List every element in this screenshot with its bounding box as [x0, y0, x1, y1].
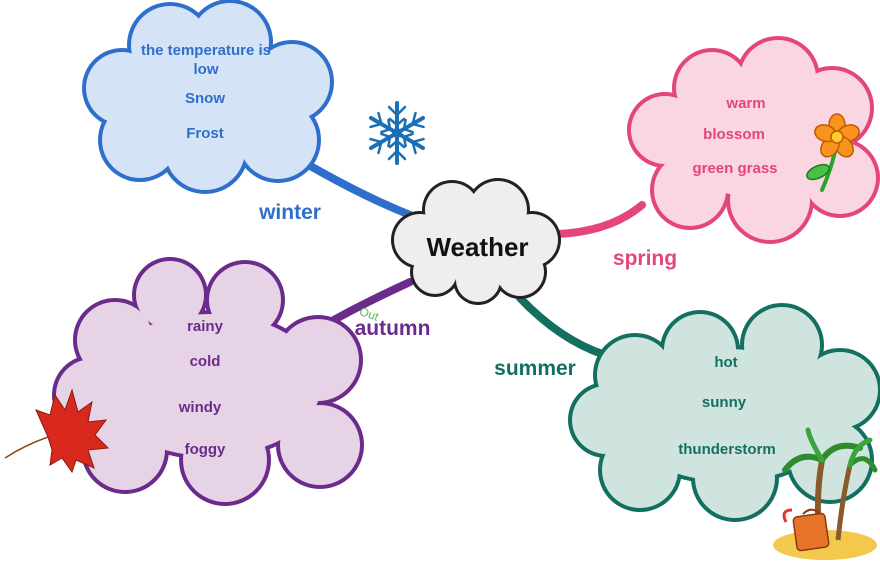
summer-item-hot: hot [714, 354, 738, 371]
winter-item-frost: Frost [186, 125, 224, 142]
palm-tree-suitcase-icon [773, 427, 878, 560]
winter-item-temperature: the temperature is low [140, 42, 272, 78]
spring-label: spring [612, 247, 678, 270]
spring-connector [552, 201, 646, 238]
spring-item-blossom: blossom [703, 126, 765, 143]
summer-item-sunny: sunny [701, 394, 747, 411]
autumn-item-foggy: foggy [184, 441, 226, 458]
summer-label: summer [494, 357, 576, 380]
spring-item-green-grass: green grass [692, 160, 778, 177]
summer-connector [516, 294, 609, 359]
winter-item-snow: Snow [185, 90, 225, 107]
winter-connector [296, 156, 414, 219]
snowflake-icon [369, 101, 425, 165]
autumn-label: autumn [354, 317, 431, 340]
autumn-item-windy: windy [178, 399, 222, 416]
spring-cloud [627, 36, 880, 244]
autumn-item-cold: cold [189, 353, 221, 370]
weather-cloud [391, 178, 561, 305]
winter-cloud [82, 0, 334, 194]
winter-label: winter [259, 201, 321, 224]
maple-leaf-icon [4, 388, 110, 474]
summer-cloud [568, 303, 880, 522]
center-title: Weather [426, 232, 529, 262]
autumn-cloud [52, 257, 364, 506]
flower-icon [806, 113, 860, 192]
summer-item-thunderstorm: thunderstorm [678, 441, 776, 458]
autumn-item-rainy: rainy [187, 318, 223, 335]
spring-item-warm: warm [726, 95, 766, 112]
